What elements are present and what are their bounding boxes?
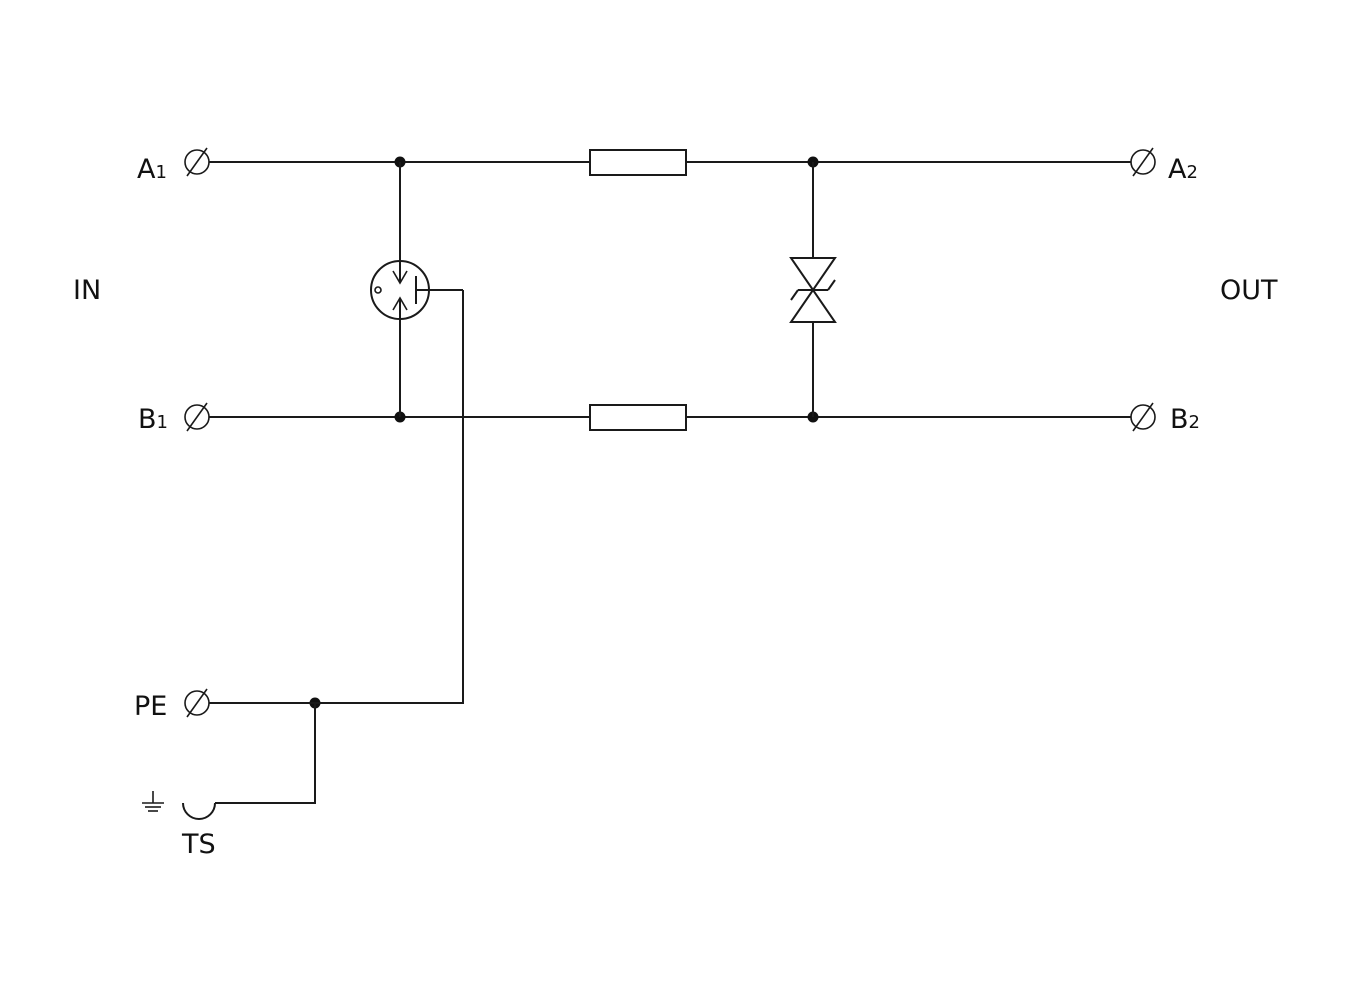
terminal-b2-letter: B xyxy=(1170,404,1189,435)
tvs-diode xyxy=(789,162,837,417)
terminal-pe-symbol xyxy=(184,688,210,718)
terminal-pe-label: PE xyxy=(134,691,167,722)
terminal-a1-symbol xyxy=(184,147,210,177)
terminal-b2-label: B2 xyxy=(1170,404,1200,435)
terminal-a1-index: 1 xyxy=(155,162,166,183)
ground-icon xyxy=(142,791,164,812)
terminal-a1-label: A1 xyxy=(137,154,167,185)
resistor-a xyxy=(589,149,687,176)
wire-gdt-to-pe xyxy=(209,290,464,704)
out-label: OUT xyxy=(1220,275,1278,306)
terminal-ts-label: TS xyxy=(181,829,216,860)
terminal-a2-index: 2 xyxy=(1186,162,1197,183)
terminal-b1-symbol xyxy=(184,402,210,432)
terminal-b2-index: 2 xyxy=(1189,412,1200,433)
in-label: IN xyxy=(73,275,101,306)
terminal-a2-label: A2 xyxy=(1168,154,1198,185)
ts-rail-arc xyxy=(182,802,216,820)
terminal-b1-index: 1 xyxy=(157,412,168,433)
terminal-a1-letter: A xyxy=(137,154,156,185)
terminal-b1-letter: B xyxy=(138,404,157,435)
terminal-a2-letter: A xyxy=(1168,154,1187,185)
terminal-a2-symbol xyxy=(1130,147,1156,177)
terminal-b1-label: B1 xyxy=(138,404,168,435)
terminal-b2-symbol xyxy=(1130,402,1156,432)
resistor-b xyxy=(589,404,687,431)
wire-pe-to-ts xyxy=(215,703,316,804)
gas-discharge-tube xyxy=(370,162,463,417)
